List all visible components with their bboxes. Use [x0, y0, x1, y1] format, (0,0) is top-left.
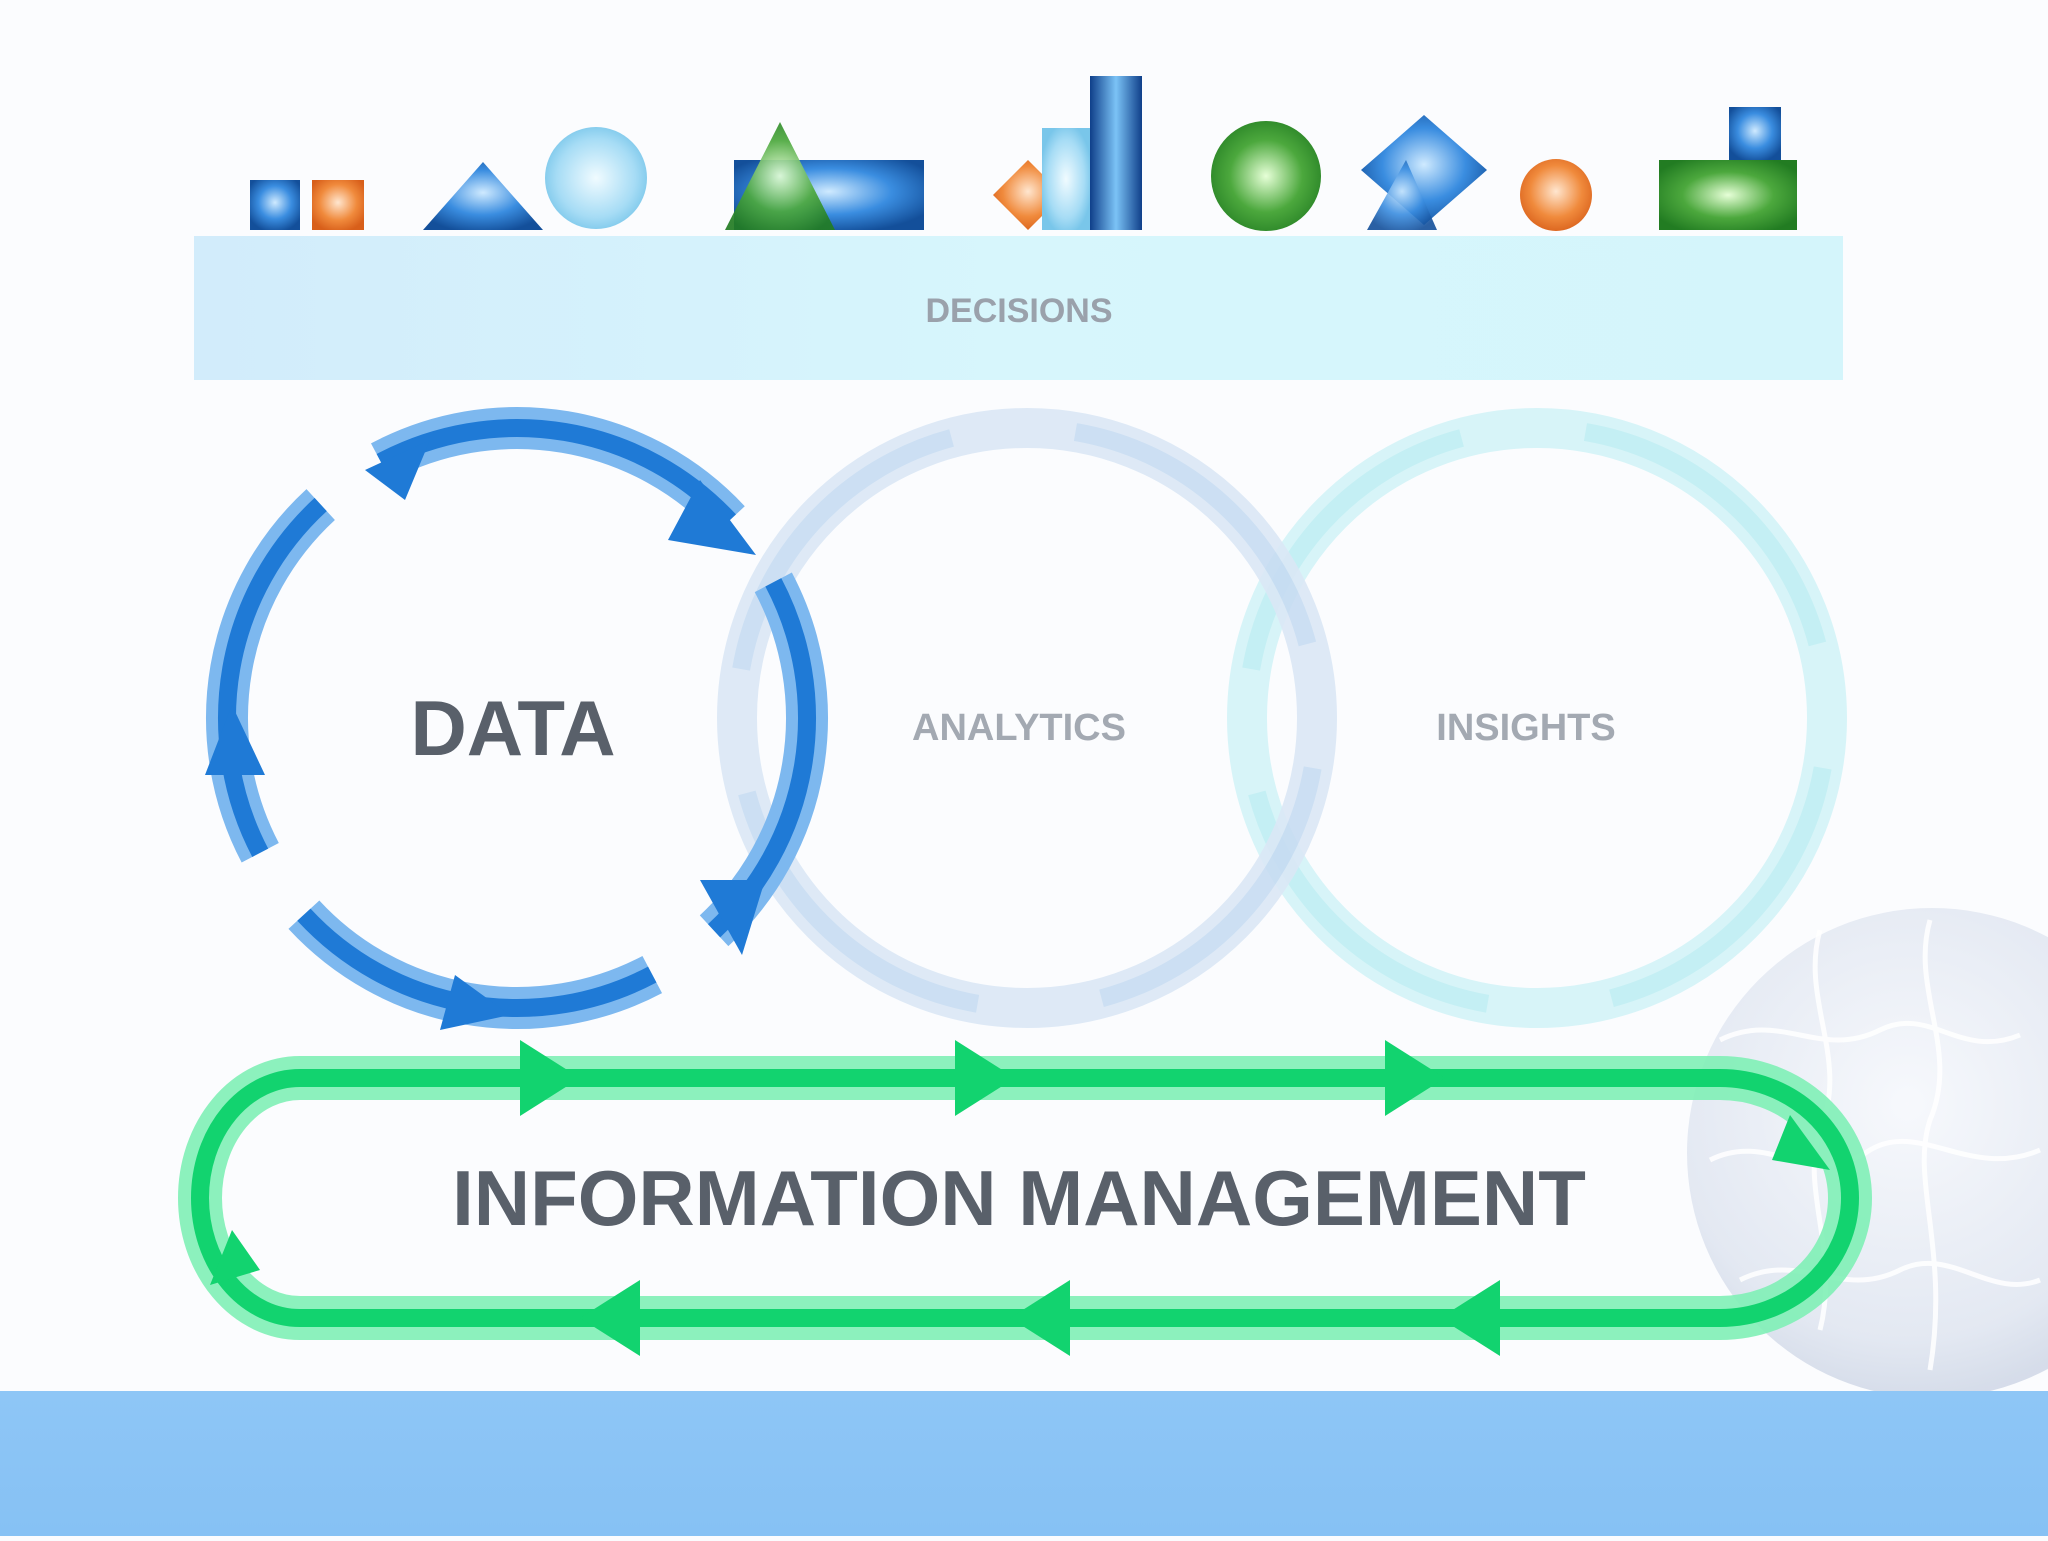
light-blue-bar-icon: [1042, 128, 1090, 230]
icons-row: [250, 76, 1797, 231]
decisions-band: [194, 236, 1843, 380]
insights-label: INSIGHTS: [1436, 707, 1615, 749]
top-arrow-1: [520, 1040, 580, 1116]
right-arrow: [1772, 1115, 1830, 1170]
decisions-label: DECISIONS: [925, 292, 1112, 330]
information-management-loop: [178, 1040, 1872, 1356]
data-arrowhead-2: [700, 880, 765, 955]
blue-triangle-icon: [423, 162, 543, 230]
top-arrow-3: [1385, 1040, 1445, 1116]
data-arrowhead-3: [440, 975, 510, 1030]
bottom-band: [0, 1391, 2048, 1536]
analytics-label: ANALYTICS: [912, 707, 1126, 749]
top-arrow-2: [955, 1040, 1015, 1116]
green-block-icon: [1659, 160, 1797, 230]
green-triangle-icon: [725, 122, 835, 230]
green-sphere-icon: [1211, 121, 1321, 231]
small-blue-square-icon: [250, 180, 300, 230]
data-arrowhead-1: [668, 480, 756, 555]
data-arrowhead-4: [205, 705, 265, 775]
blue-triangle-small-icon: [1367, 160, 1437, 230]
blue-cube-icon: [1729, 107, 1781, 160]
information-management-label: INFORMATION MANAGEMENT: [452, 1154, 1586, 1242]
bottom-arrow-2: [1010, 1280, 1070, 1356]
orange-sphere-icon: [1520, 159, 1592, 231]
bottom-arrow-1: [1440, 1280, 1500, 1356]
puzzle-globe-icon: [1687, 908, 2048, 1398]
data-arrowhead-5: [365, 440, 430, 500]
left-arrow: [210, 1230, 260, 1285]
data-label: DATA: [410, 684, 615, 772]
bottom-arrow-3: [580, 1280, 640, 1356]
tall-blue-bar-icon: [1090, 76, 1142, 230]
light-blue-sphere-icon: [545, 127, 647, 229]
analytics-cycle: [717, 408, 1337, 1028]
data-cycle: [205, 406, 828, 1030]
small-orange-square-icon: [312, 180, 364, 230]
insights-cycle: [1227, 408, 1847, 1028]
